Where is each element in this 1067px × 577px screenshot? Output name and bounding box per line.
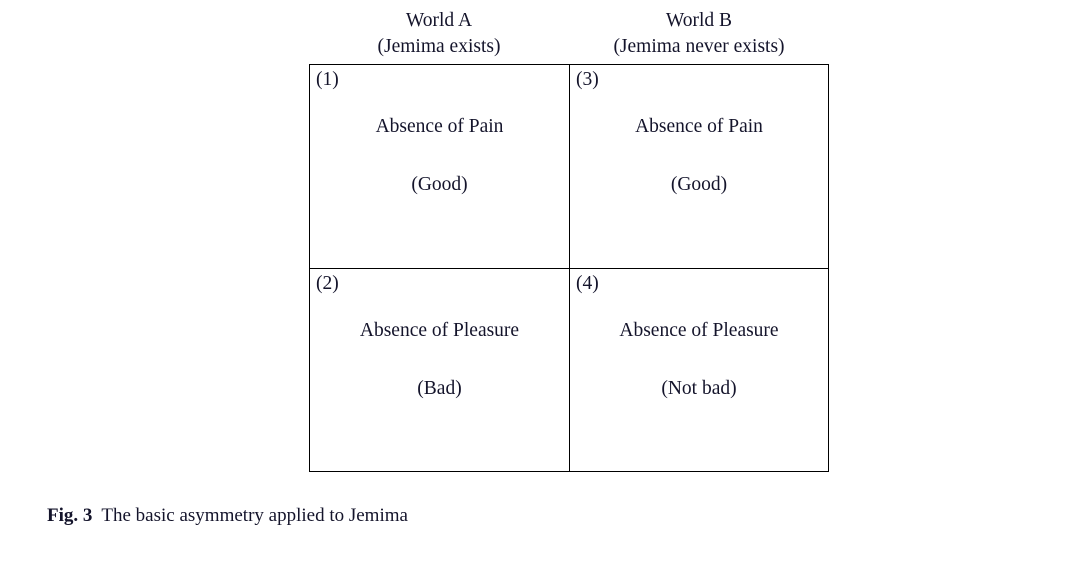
cell-body: Absence of Pain (Good) — [310, 115, 569, 198]
column-header-title: World B — [665, 10, 733, 31]
matrix-cell-2: (2) Absence of Pleasure (Bad) — [310, 268, 569, 471]
cell-value: (Not bad) — [661, 378, 737, 400]
figure-caption-text: The basic asymmetry applied to Jemima — [101, 505, 408, 526]
cell-body: Absence of Pleasure (Not bad) — [570, 319, 828, 402]
cell-value: (Good) — [411, 174, 468, 196]
cell-label: Absence of Pain — [635, 116, 763, 137]
asymmetry-matrix: (1) Absence of Pain (Good) (3) Absence o… — [309, 64, 829, 472]
figure-caption: Fig. 3 The basic asymmetry applied to Jem… — [47, 504, 408, 529]
column-headers: World A (Jemima exists) World B (Jemima … — [309, 8, 829, 59]
cell-body: Absence of Pain (Good) — [570, 115, 828, 198]
cell-index: (2) — [316, 273, 339, 294]
column-header-world-b: World B (Jemima never exists) — [569, 8, 829, 59]
column-header-world-a: World A (Jemima exists) — [309, 8, 569, 59]
cell-value: (Bad) — [417, 378, 462, 400]
matrix-cell-3: (3) Absence of Pain (Good) — [569, 65, 828, 268]
cell-index: (1) — [316, 69, 339, 90]
cell-label: Absence of Pleasure — [619, 320, 779, 341]
cell-value: (Good) — [670, 174, 728, 196]
matrix-cell-4: (4) Absence of Pleasure (Not bad) — [569, 268, 828, 471]
column-header-title: World A — [405, 10, 473, 31]
cell-body: Absence of Pleasure (Bad) — [310, 319, 569, 402]
column-header-subtitle: (Jemima never exists) — [613, 35, 785, 57]
cell-label: Absence of Pain — [375, 116, 504, 137]
cell-label: Absence of Pleasure — [359, 320, 520, 341]
cell-index: (4) — [576, 273, 599, 294]
column-header-subtitle: (Jemima exists) — [377, 35, 501, 57]
figure-caption-label: Fig. 3 — [47, 505, 93, 526]
matrix-cell-1: (1) Absence of Pain (Good) — [310, 65, 569, 268]
cell-index: (3) — [576, 69, 599, 90]
